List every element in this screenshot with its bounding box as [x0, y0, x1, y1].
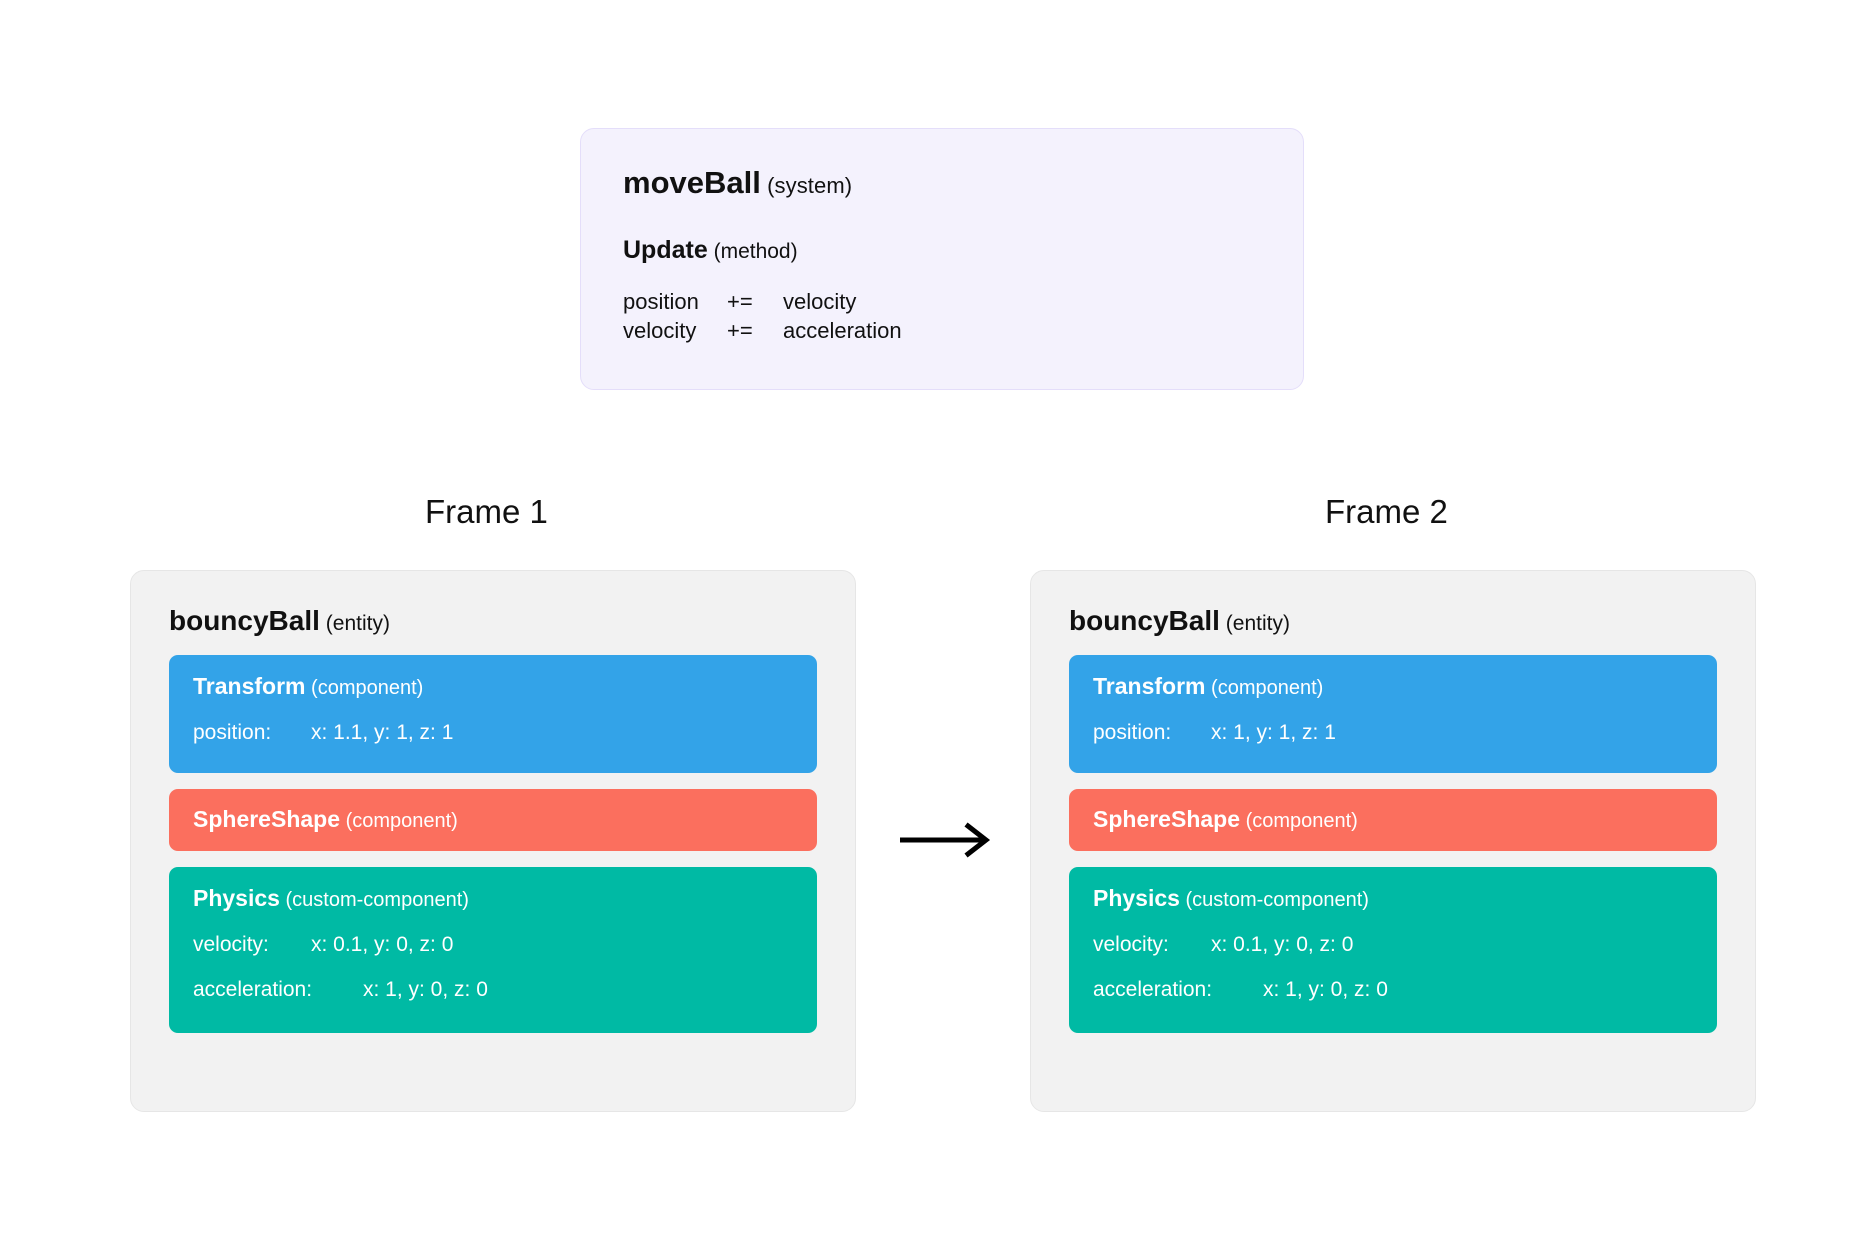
component-name: Transform	[193, 673, 306, 699]
entity-name: bouncyBall	[169, 605, 320, 636]
component-property-row: velocity: x: 0.1, y: 0, z: 0	[1093, 934, 1693, 955]
method-kind: (method)	[713, 240, 798, 263]
component-kind: (custom-component)	[285, 889, 469, 911]
property-value: x: 0.1, y: 0, z: 0	[1211, 933, 1354, 956]
formula-row: position += velocity	[623, 287, 1261, 316]
formula-lhs: velocity	[623, 318, 697, 344]
component-title: Transform (component)	[193, 673, 793, 699]
system-name: moveBall	[623, 165, 761, 200]
entity-title: bouncyBall (entity)	[1069, 607, 1717, 635]
component-name: Physics	[193, 885, 280, 911]
component-property-row: position: x: 1, y: 1, z: 1	[1093, 722, 1693, 743]
component-kind: (component)	[345, 810, 458, 832]
component-sphereshape: SphereShape (component)	[169, 789, 817, 851]
component-name: Physics	[1093, 885, 1180, 911]
property-value: x: 1, y: 1, z: 1	[1211, 721, 1336, 744]
component-kind: (component)	[311, 677, 424, 699]
formula-operator: +=	[727, 289, 753, 314]
component-name: SphereShape	[193, 806, 340, 832]
system-title: moveBall (system)	[623, 167, 1261, 198]
entity-kind: (entity)	[1225, 612, 1290, 635]
formula-operator: +=	[727, 318, 753, 344]
component-title: SphereShape (component)	[193, 806, 793, 832]
frame-label-1: Frame 1	[425, 493, 548, 530]
component-title: SphereShape (component)	[1093, 806, 1693, 832]
entity-title: bouncyBall (entity)	[169, 607, 817, 635]
system-kind: (system)	[767, 173, 853, 198]
component-property-row: acceleration: x: 1, y: 0, z: 0	[1093, 979, 1693, 1000]
component-transform: Transform (component) position: x: 1.1, …	[169, 655, 817, 773]
method-name: Update	[623, 236, 708, 264]
component-kind: (component)	[1211, 677, 1324, 699]
component-physics: Physics (custom-component) velocity: x: …	[169, 867, 817, 1033]
component-sphereshape: SphereShape (component)	[1069, 789, 1717, 851]
formula-rhs: velocity	[783, 289, 857, 314]
component-name: Transform	[1093, 673, 1206, 699]
system-box: moveBall (system) Update (method) positi…	[580, 128, 1304, 390]
component-title: Transform (component)	[1093, 673, 1693, 699]
property-value: x: 1, y: 0, z: 0	[363, 978, 488, 1001]
frame-label-2: Frame 2	[1325, 493, 1448, 530]
property-key: acceleration:	[193, 978, 313, 1001]
property-value: x: 1.1, y: 1, z: 1	[311, 721, 454, 744]
formula-rhs: acceleration	[783, 318, 902, 344]
entity-card-frame1: bouncyBall (entity) Transform (component…	[130, 570, 856, 1112]
formula-lhs: position	[623, 289, 699, 314]
component-property-row: acceleration: x: 1, y: 0, z: 0	[193, 979, 793, 1000]
property-value: x: 0.1, y: 0, z: 0	[311, 933, 454, 956]
formula-row: velocity += acceleration	[623, 316, 1261, 345]
property-key: velocity:	[193, 933, 269, 956]
system-method-title: Update (method)	[623, 238, 1261, 263]
component-title: Physics (custom-component)	[193, 885, 793, 911]
property-key: acceleration:	[1093, 978, 1213, 1001]
component-transform: Transform (component) position: x: 1, y:…	[1069, 655, 1717, 773]
property-key: position:	[193, 721, 272, 744]
property-value: x: 1, y: 0, z: 0	[1263, 978, 1388, 1001]
system-formula-list: position += velocity velocity += acceler…	[623, 287, 1261, 345]
component-kind: (component)	[1245, 810, 1358, 832]
component-physics: Physics (custom-component) velocity: x: …	[1069, 867, 1717, 1033]
component-title: Physics (custom-component)	[1093, 885, 1693, 911]
component-property-row: velocity: x: 0.1, y: 0, z: 0	[193, 934, 793, 955]
component-name: SphereShape	[1093, 806, 1240, 832]
component-kind: (custom-component)	[1185, 889, 1369, 911]
entity-name: bouncyBall	[1069, 605, 1220, 636]
component-property-row: position: x: 1.1, y: 1, z: 1	[193, 722, 793, 743]
property-key: position:	[1093, 721, 1172, 744]
entity-kind: (entity)	[325, 612, 390, 635]
property-key: velocity:	[1093, 933, 1169, 956]
entity-card-frame2: bouncyBall (entity) Transform (component…	[1030, 570, 1756, 1112]
right-arrow-icon	[900, 822, 991, 858]
